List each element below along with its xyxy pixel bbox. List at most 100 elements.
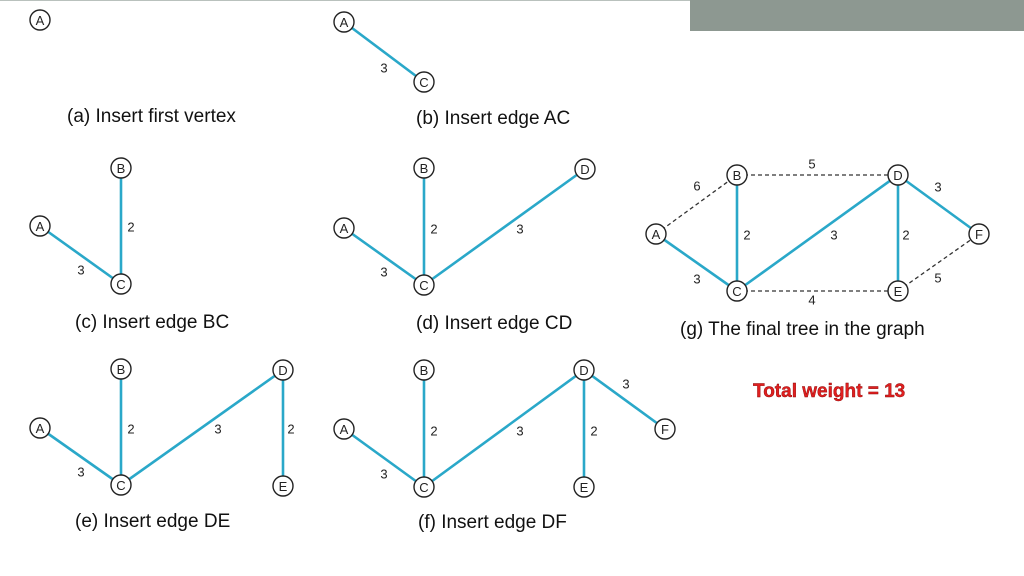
node-label-F: F bbox=[975, 227, 983, 242]
node-A bbox=[333, 418, 355, 440]
node-C bbox=[413, 274, 435, 296]
edge-AC bbox=[654, 232, 739, 293]
panel-a: A (a) Insert first vertex bbox=[29, 9, 236, 127]
node-label-C: C bbox=[116, 277, 125, 292]
weight-label-AC: 3 bbox=[380, 467, 387, 482]
edge-AC bbox=[342, 427, 426, 489]
node-C bbox=[110, 474, 132, 496]
slide-corner-bar bbox=[690, 0, 1024, 31]
node-B bbox=[110, 157, 132, 179]
node-A bbox=[29, 9, 51, 31]
node-D bbox=[573, 359, 595, 381]
total-weight-label: Total weight = 13 bbox=[753, 381, 905, 402]
node-D bbox=[272, 359, 294, 381]
weight-label-CE: 4 bbox=[808, 293, 815, 308]
weight-label-BD: 5 bbox=[808, 157, 815, 172]
panel-caption: (a) Insert first vertex bbox=[67, 106, 236, 127]
edge-AC bbox=[38, 224, 123, 286]
node-B bbox=[726, 164, 748, 186]
node-A bbox=[333, 217, 355, 239]
weight-label-DE: 2 bbox=[287, 422, 294, 437]
node-label-C: C bbox=[419, 75, 428, 90]
node-label-C: C bbox=[116, 478, 125, 493]
weight-label-AC: 3 bbox=[380, 61, 387, 76]
panel-caption: (d) Insert edge CD bbox=[416, 313, 572, 334]
edge-EF bbox=[897, 233, 980, 292]
node-label-E: E bbox=[894, 284, 903, 299]
edge-DF bbox=[896, 173, 981, 236]
node-D bbox=[574, 158, 596, 180]
node-D bbox=[887, 164, 909, 186]
panel-caption: (c) Insert edge BC bbox=[75, 312, 229, 333]
node-label-E: E bbox=[279, 479, 288, 494]
edge-CD bbox=[735, 173, 900, 293]
weight-label-BC: 2 bbox=[127, 422, 134, 437]
node-E bbox=[887, 280, 909, 302]
node-E bbox=[272, 475, 294, 497]
node-label-A: A bbox=[340, 422, 349, 437]
node-label-B: B bbox=[420, 161, 429, 176]
top-divider-line bbox=[0, 0, 690, 1]
node-label-C: C bbox=[419, 480, 428, 495]
weight-label-CD: 3 bbox=[516, 222, 523, 237]
weight-label-DF: 3 bbox=[622, 377, 629, 392]
weight-label-DE: 2 bbox=[902, 228, 909, 243]
node-label-C: C bbox=[732, 284, 741, 299]
panel-caption: (b) Insert edge AC bbox=[416, 108, 570, 129]
node-label-D: D bbox=[893, 168, 902, 183]
node-F bbox=[654, 418, 676, 440]
node-label-B: B bbox=[733, 168, 742, 183]
weight-label-AC: 3 bbox=[77, 263, 84, 278]
weight-label-BC: 2 bbox=[743, 228, 750, 243]
edge-AC bbox=[38, 426, 123, 487]
panel-caption: (e) Insert edge DE bbox=[75, 511, 230, 532]
panel-caption: (f) Insert edge DF bbox=[418, 512, 567, 533]
node-label-A: A bbox=[340, 221, 349, 236]
weight-label-CD: 3 bbox=[516, 424, 523, 439]
panel-b: 3 A C (b) Insert edge AC bbox=[333, 11, 570, 129]
node-A bbox=[645, 223, 667, 245]
node-label-D: D bbox=[579, 363, 588, 378]
node-label-B: B bbox=[117, 362, 126, 377]
node-label-A: A bbox=[340, 15, 349, 30]
weight-label-EF: 5 bbox=[934, 271, 941, 286]
node-E bbox=[573, 476, 595, 498]
node-label-A: A bbox=[652, 227, 661, 242]
weight-label-DE: 2 bbox=[590, 424, 597, 439]
node-label-E: E bbox=[580, 480, 589, 495]
edge-DF bbox=[582, 368, 667, 431]
node-C bbox=[726, 280, 748, 302]
node-B bbox=[110, 358, 132, 380]
weight-label-DF: 3 bbox=[934, 180, 941, 195]
weight-label-CD: 3 bbox=[214, 422, 221, 437]
weight-label-AB: 6 bbox=[693, 179, 700, 194]
node-C bbox=[413, 476, 435, 498]
node-label-C: C bbox=[419, 278, 428, 293]
node-label-B: B bbox=[117, 161, 126, 176]
weight-label-BC: 2 bbox=[127, 220, 134, 235]
node-label-A: A bbox=[36, 13, 45, 28]
node-A bbox=[29, 215, 51, 237]
weight-label-BC: 2 bbox=[430, 424, 437, 439]
node-B bbox=[413, 359, 435, 381]
node-B bbox=[413, 157, 435, 179]
weight-label-AC: 3 bbox=[693, 272, 700, 287]
node-label-B: B bbox=[420, 363, 429, 378]
weight-label-CD: 3 bbox=[830, 228, 837, 243]
weight-label-AC: 3 bbox=[77, 465, 84, 480]
panel-caption: (g) The final tree in the graph bbox=[680, 319, 925, 340]
node-label-F: F bbox=[661, 422, 669, 437]
node-C bbox=[413, 71, 435, 93]
node-A bbox=[29, 417, 51, 439]
node-label-D: D bbox=[580, 162, 589, 177]
edge-AB bbox=[655, 174, 738, 235]
weight-label-BC: 2 bbox=[430, 222, 437, 237]
node-C bbox=[110, 273, 132, 295]
node-F bbox=[968, 223, 990, 245]
node-label-D: D bbox=[278, 363, 287, 378]
